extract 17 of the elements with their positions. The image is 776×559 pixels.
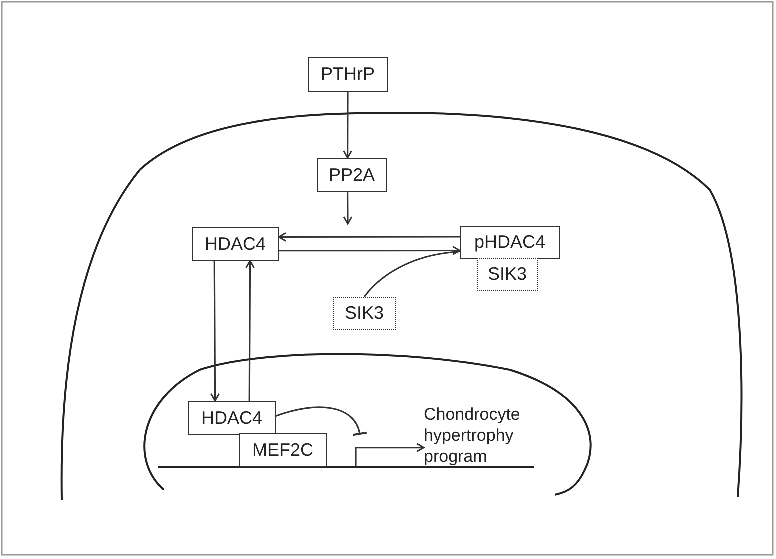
arrow [279, 246, 461, 256]
arrow [343, 92, 353, 159]
protein-box: MEF2C [239, 433, 327, 467]
arrow [278, 232, 460, 242]
arrow [355, 443, 425, 467]
protein-box: SIK3 [477, 258, 538, 291]
protein-box: PP2A [317, 158, 387, 192]
protein-box: PTHrP [308, 57, 388, 92]
protein-box: HDAC4 [192, 227, 279, 261]
arrow [343, 192, 353, 225]
label-text: Chondrocyte hypertrophy program [424, 403, 544, 467]
arrow [210, 261, 220, 402]
inhibition-line [276, 406, 368, 437]
protein-box: HDAC4 [188, 401, 276, 435]
protein-box: SIK3 [333, 297, 396, 330]
protein-box: pHDAC4 [460, 226, 560, 259]
arrow [246, 260, 255, 401]
